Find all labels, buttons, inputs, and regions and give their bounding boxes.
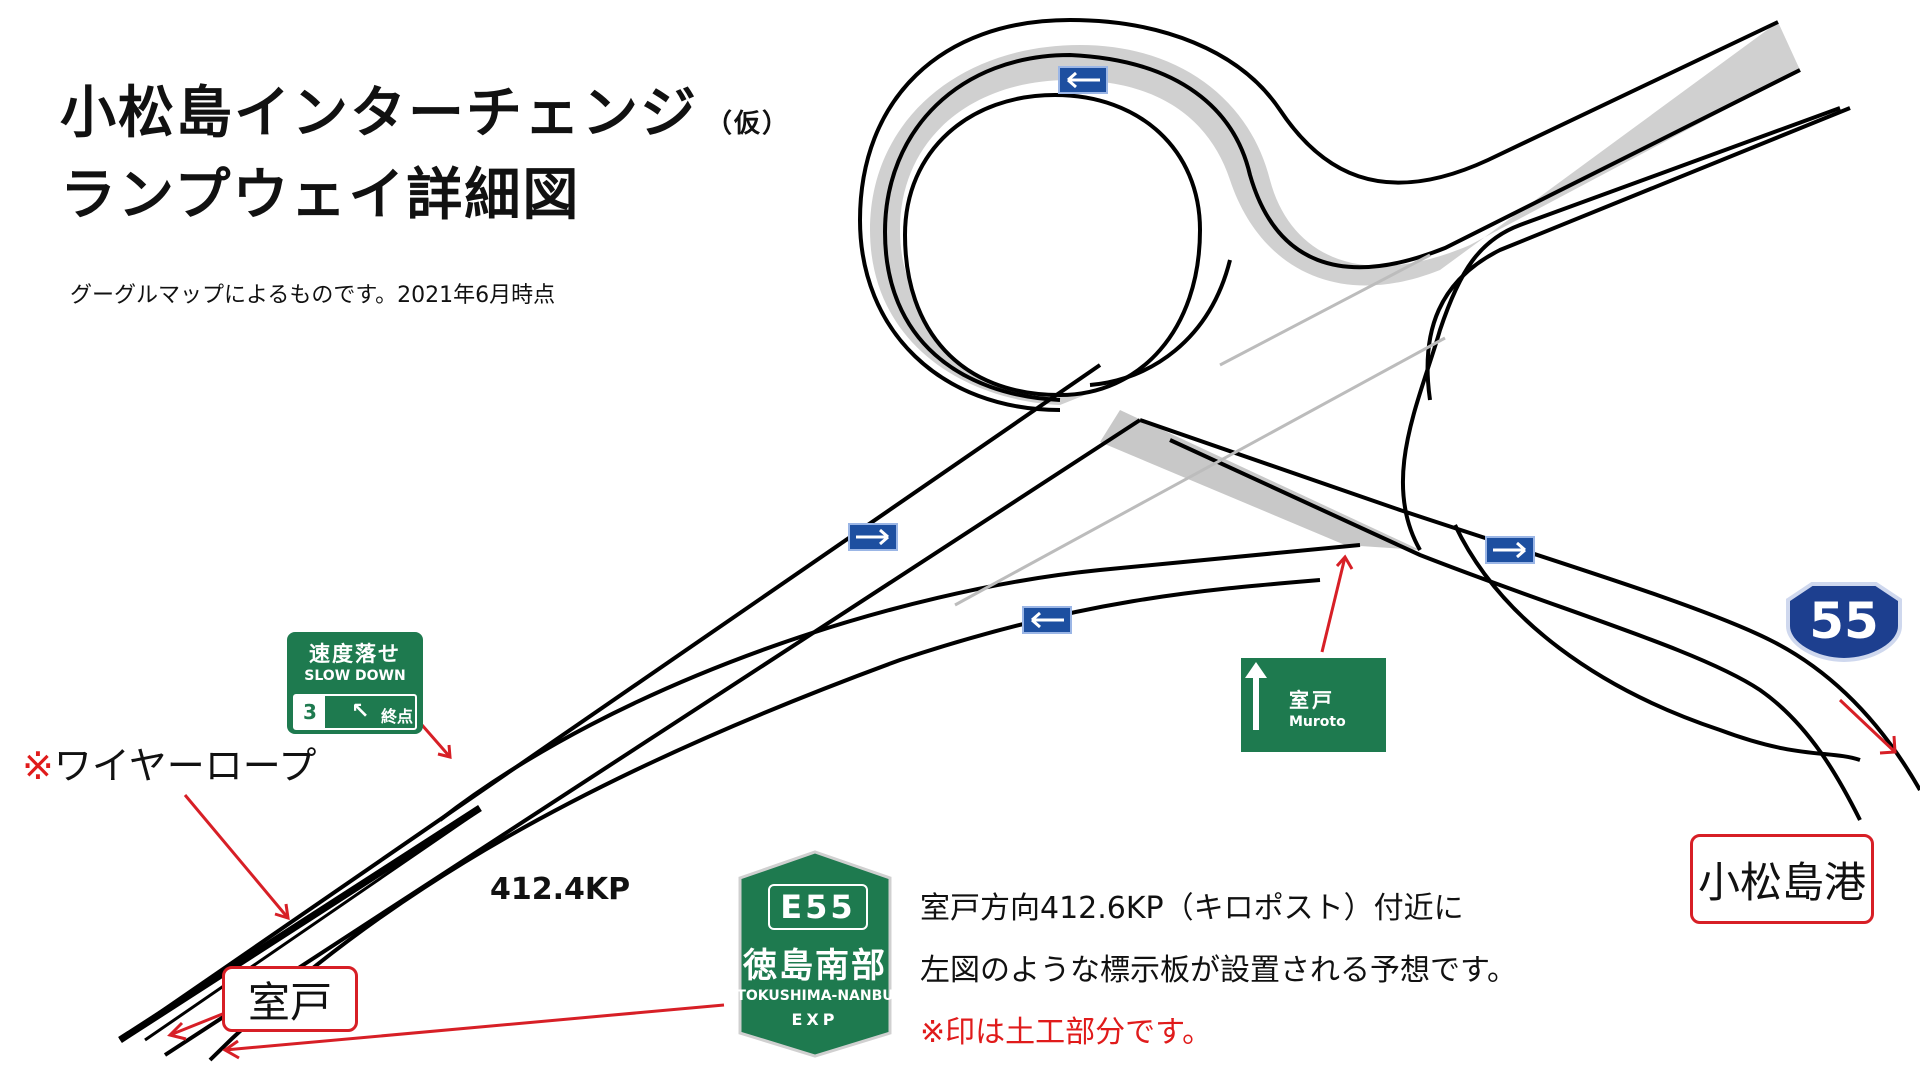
source-note: グーグルマップによるものです。2021年6月時点: [70, 283, 556, 308]
lane-end-label: 終点: [381, 707, 414, 726]
arrow-sign-loop-top: [1058, 66, 1108, 94]
note-line-3: ※印は土工部分です。: [920, 1015, 1213, 1050]
right-arrow-icon: [1493, 541, 1526, 559]
title-provisional: （仮）: [706, 109, 791, 139]
right-ramp-loop-edge: [1425, 106, 1851, 401]
wire-rope-mark: ※: [22, 744, 54, 788]
right-ramp-inner-edge: [1453, 524, 1861, 762]
expressway-name-en: TOKUSHIMA-NANBU: [736, 988, 894, 1004]
direction-sign-jp: 室戸: [1289, 688, 1335, 712]
main-road-lower-edge: [163, 418, 1142, 1057]
loop-outer-edge: [857, 17, 1779, 412]
direction-sign-en: Muroto: [1289, 714, 1346, 730]
main-road-median: [144, 808, 481, 1042]
lane-number: 3: [295, 696, 325, 728]
expressway-sign-pointer-head: [222, 1039, 240, 1060]
expressway-name: 徳島南部: [743, 946, 887, 986]
expressway-exp: EXP: [791, 1010, 839, 1029]
slow-down-lane-panel: 3 ↖ 終点: [293, 694, 417, 730]
arrow-sign-main-mid: [848, 523, 898, 551]
main-road-upper-edge: [118, 363, 1102, 1042]
slow-down-sign: 速度落せ SLOW DOWN 3 ↖ 終点: [287, 632, 423, 734]
loop-ramp-inner-edge: [1089, 259, 1232, 387]
destination-komatsushima-port: 小松島港: [1690, 834, 1874, 924]
page-title-line2: ランプウェイ詳細図: [60, 163, 581, 228]
loop-mid-edge: [882, 52, 1801, 402]
explanation-notes: 室戸方向412.6KP（キロポスト）付近に 左図のような標示板が設置される予想で…: [920, 878, 1517, 1064]
up-arrow-icon: [1245, 662, 1267, 678]
expressway-sign: E55 徳島南部 TOKUSHIMA-NANBU EXP: [730, 848, 900, 1058]
national-route-shield: 55: [1782, 580, 1906, 662]
right-ramp-edge: [1400, 106, 1841, 551]
slow-down-en: SLOW DOWN: [304, 668, 406, 684]
direction-sign-pointer: [1320, 556, 1347, 653]
wire-rope-text: ワイヤーロープ: [53, 744, 317, 788]
up-arrow-shaft: [1253, 674, 1259, 730]
port-exit-arrow: [1838, 698, 1897, 754]
route-number: 55: [1809, 592, 1879, 650]
kilopost-label: 412.4KP: [490, 872, 631, 907]
direction-sign-muroto: 室戸 Muroto: [1241, 658, 1386, 752]
diagonal-arrow-icon: ↖: [351, 699, 370, 724]
expressway-sign-shape: [738, 850, 892, 1058]
muroto-exit-arrow-head: [167, 1021, 187, 1041]
wire-rope-line: [118, 805, 482, 1043]
destination-muroto: 室戸: [222, 966, 358, 1032]
slow-sign-pointer-head: [437, 744, 452, 759]
note-line-2: 左図のような標示板が設置される予想です。: [920, 953, 1517, 988]
right-road-lower-edge: [1169, 438, 1862, 821]
guide-line-1: [1219, 253, 1431, 367]
slow-sign-pointer: [420, 724, 452, 758]
page-title-line1: 小松島インターチェンジ （仮）: [60, 68, 790, 149]
route-shield-shape: [1786, 582, 1902, 662]
right-arrow-icon: [856, 528, 889, 546]
loop-inner-ring: [902, 92, 1203, 398]
arrow-sign-lower-road: [1022, 606, 1072, 634]
expressway-sign-pointer: [224, 1003, 725, 1052]
left-arrow-icon: [1031, 611, 1064, 629]
wire-rope-pointer-head: [274, 903, 290, 921]
direction-sign-pointer-head: [1335, 554, 1354, 570]
arrow-sign-right-road: [1485, 536, 1535, 564]
port-exit-arrow-head: [1879, 735, 1897, 755]
title-main: 小松島インターチェンジ: [60, 81, 698, 146]
lower-road-upper-edge: [438, 543, 1361, 822]
lower-road-lower-edge: [208, 578, 1321, 1062]
wire-rope-label: ※ワイヤーロープ: [22, 735, 316, 790]
slow-down-jp: 速度落せ: [309, 642, 401, 666]
note-line-1: 室戸方向412.6KP（キロポスト）付近に: [920, 891, 1464, 926]
left-arrow-icon: [1067, 71, 1100, 89]
expressway-number: E55: [768, 884, 868, 930]
wire-rope-pointer: [183, 794, 290, 919]
guide-line-2: [954, 336, 1446, 607]
